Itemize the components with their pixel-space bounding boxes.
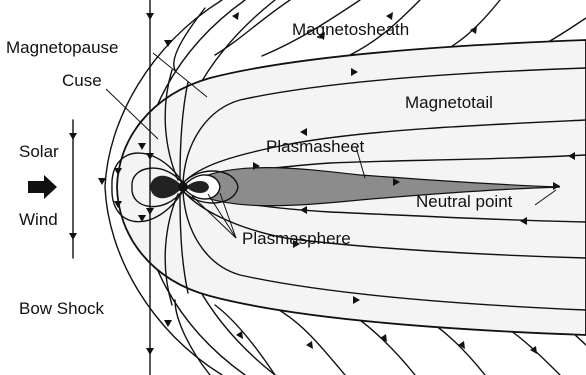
earth-icon	[178, 182, 188, 192]
magnetosheath-label: Magnetosheath	[292, 20, 409, 39]
wind-label: Wind	[19, 210, 58, 229]
magnetopause-label: Magnetopause	[6, 38, 118, 57]
magnetotail-label: Magnetotail	[405, 93, 493, 112]
solar-label: Solar	[19, 142, 59, 161]
neutral-point-label: Neutral point	[416, 192, 513, 211]
plasmasheet-label: Plasmasheet	[266, 137, 365, 156]
bow-shock-label: Bow Shock	[19, 299, 105, 318]
cuse-label: Cuse	[62, 71, 102, 90]
plasmasphere-label: Plasmasphere	[242, 229, 351, 248]
